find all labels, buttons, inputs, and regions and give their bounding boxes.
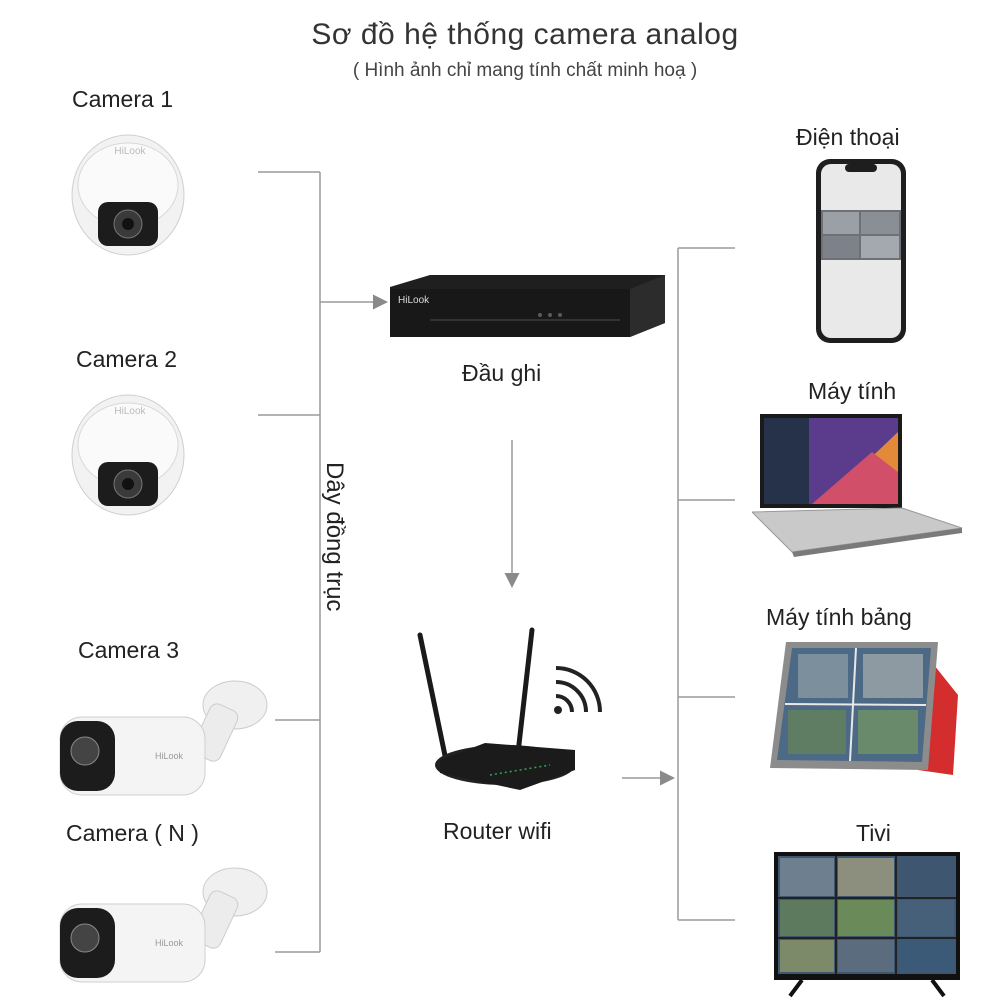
bullet-camera-3: HiLook — [59, 680, 268, 796]
wifi-icon — [554, 666, 602, 714]
laptop-label: Máy tính — [808, 378, 897, 404]
diagram-title: Sơ đồ hệ thống camera analog — [311, 18, 739, 51]
camera-n-label: Camera ( N ) — [66, 820, 199, 846]
smartphone-icon — [816, 159, 906, 343]
svg-text:HiLook: HiLook — [114, 146, 146, 157]
phone-label: Điện thoại — [796, 124, 900, 150]
cable-label: Dây đồng trục — [321, 462, 348, 612]
camera-3-label: Camera 3 — [78, 637, 179, 663]
dome-camera-2: HiLook — [71, 394, 185, 516]
bullet-camera-n: HiLook — [59, 867, 268, 983]
laptop-icon — [752, 414, 963, 557]
camera-2-label: Camera 2 — [76, 346, 177, 372]
recorder-label: Đầu ghi — [462, 360, 542, 386]
tv-icon — [774, 852, 960, 998]
tablet-icon — [770, 642, 958, 775]
svg-text:HiLook: HiLook — [114, 406, 146, 417]
tablet-label: Máy tính bảng — [766, 604, 912, 630]
router-label: Router wifi — [443, 818, 552, 844]
diagram-subtitle: ( Hình ảnh chỉ mang tính chất minh hoạ ) — [352, 60, 698, 81]
svg-text:HiLook: HiLook — [155, 751, 184, 761]
dome-camera-1: HiLook — [71, 134, 185, 256]
camera-1-label: Camera 1 — [72, 86, 173, 112]
recorder-device: HiLook — [390, 275, 665, 337]
tv-label: Tivi — [856, 820, 891, 846]
svg-text:HiLook: HiLook — [155, 938, 184, 948]
router-device — [417, 627, 575, 790]
svg-text:HiLook: HiLook — [398, 295, 430, 306]
